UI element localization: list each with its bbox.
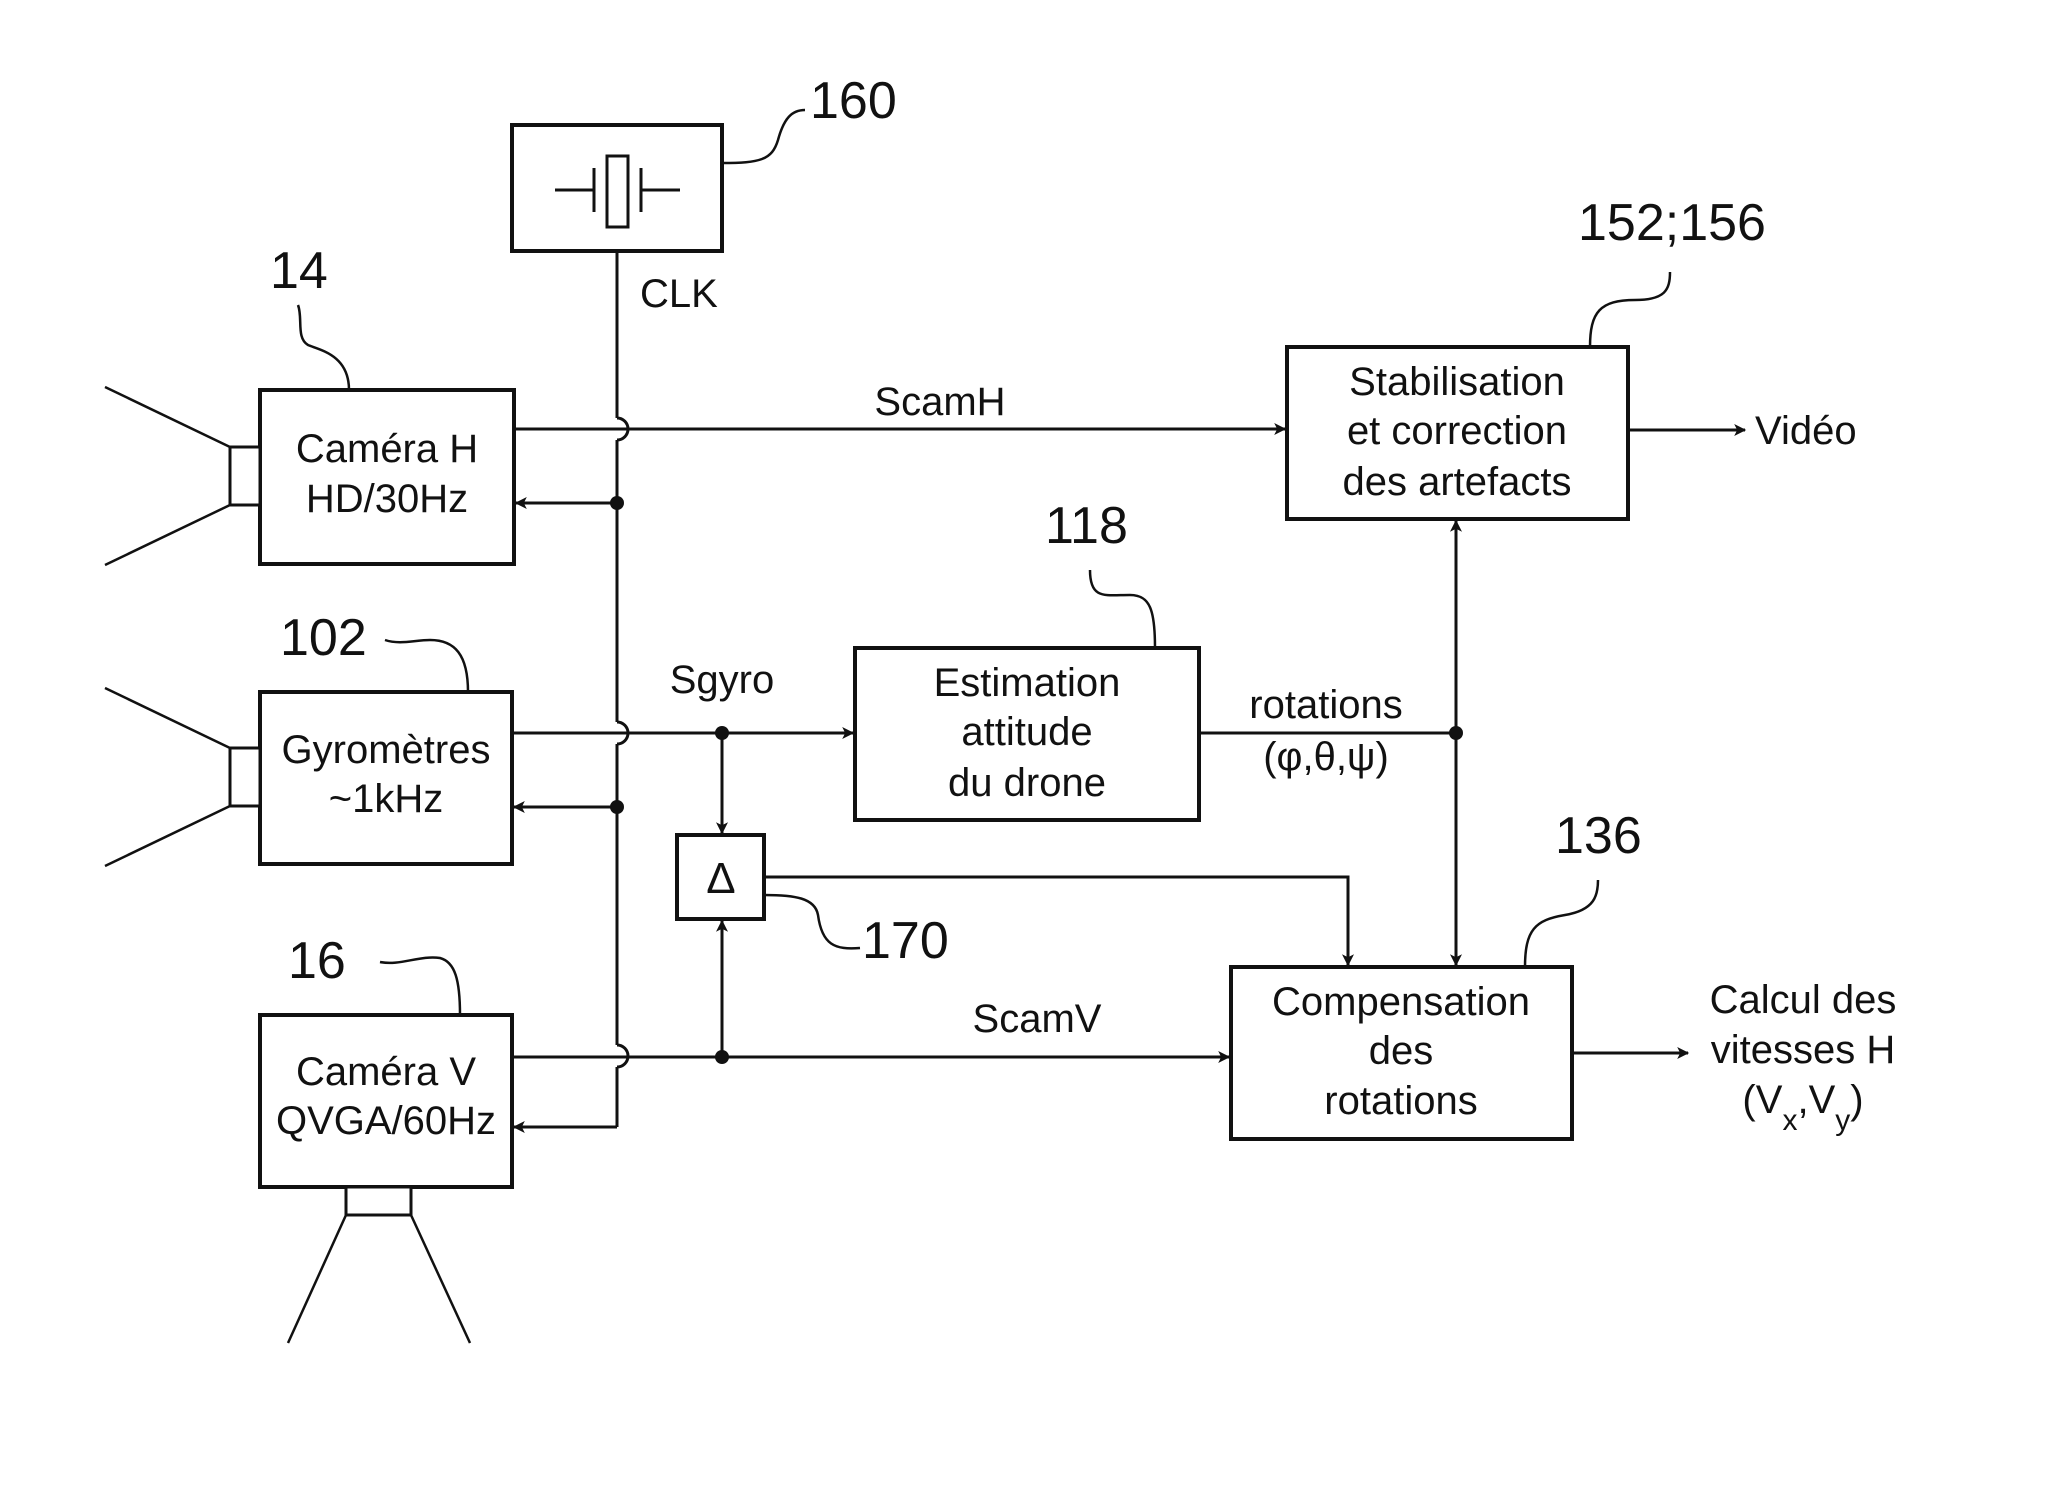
ref-leader-camera-v <box>380 957 460 1015</box>
ref-stabilisation: 152;156 <box>1578 194 1766 252</box>
estimation-block: Estimation attitude du drone <box>855 648 1199 820</box>
compensation-line-2: des <box>1369 1029 1434 1073</box>
stabilisation-line-3: des artefacts <box>1342 460 1571 504</box>
gyro-sensor-icon <box>105 688 260 866</box>
stabilisation-block: Stabilisation et correction des artefact… <box>1287 347 1628 519</box>
ref-leader-clock <box>722 110 805 163</box>
ref-estimation: 118 <box>1045 497 1128 555</box>
ref-compensation: 136 <box>1555 807 1642 865</box>
camera-h-line-2: HD/30Hz <box>306 477 468 521</box>
ref-leader-estimation <box>1090 570 1155 648</box>
signal-rotations-vars: (φ,θ,ψ) <box>1263 735 1389 779</box>
signal-sgyro-label: Sgyro <box>670 658 775 702</box>
estimation-line-3: du drone <box>948 761 1106 805</box>
signal-video-label: Vidéo <box>1755 409 1857 453</box>
gyro-line-2: ~1kHz <box>329 777 444 821</box>
ref-gyro: 102 <box>280 609 367 667</box>
compensation-line-1: Compensation <box>1272 980 1530 1024</box>
camera-v-lens-icon <box>288 1187 470 1343</box>
stabilisation-line-2: et correction <box>1347 409 1567 453</box>
vy-subscript: y <box>1835 1104 1850 1137</box>
camera-v-line-1: Caméra V <box>296 1050 476 1094</box>
ref-leader-delta <box>764 895 860 948</box>
stabilisation-line-1: Stabilisation <box>1349 360 1565 404</box>
delta-block: Δ <box>677 835 764 919</box>
camera-h-lens-icon <box>105 387 260 565</box>
estimation-line-1: Estimation <box>934 661 1121 705</box>
gyro-block: Gyromètres ~1kHz <box>260 692 512 864</box>
delta-symbol: Δ <box>706 854 735 903</box>
compensation-line-3: rotations <box>1324 1079 1477 1123</box>
vx-subscript: x <box>1782 1104 1797 1137</box>
camera-v-line-2: QVGA/60Hz <box>276 1099 496 1143</box>
ref-leader-camera-h <box>298 305 349 390</box>
ref-clock: 160 <box>810 72 897 130</box>
clock-wire <box>514 251 628 1127</box>
vx-symbol: V <box>1756 1078 1783 1122</box>
delta-to-compensation-wire <box>764 877 1348 965</box>
camera-h-block: Caméra H HD/30Hz <box>260 390 514 564</box>
camera-h-line-1: Caméra H <box>296 427 478 471</box>
camera-v-block: Caméra V QVGA/60Hz <box>260 1015 512 1187</box>
signal-rotations-label: rotations <box>1249 683 1402 727</box>
calcul-line-1: Calcul des <box>1710 978 1897 1022</box>
ref-leader-gyro <box>385 640 468 692</box>
calcul-line-2: vitesses H <box>1711 1028 1896 1072</box>
signal-clk-label: CLK <box>640 272 718 316</box>
signal-scamv-label: ScamV <box>973 997 1102 1041</box>
vy-symbol: V <box>1809 1078 1836 1122</box>
gyro-line-1: Gyromètres <box>282 728 491 772</box>
speed-vector-label: (Vx,Vy) <box>1742 1078 1863 1137</box>
ref-camera-h: 14 <box>270 242 328 300</box>
ref-camera-v: 16 <box>288 932 346 990</box>
compensation-block: Compensation des rotations <box>1231 967 1572 1139</box>
ref-delta: 170 <box>862 912 949 970</box>
estimation-line-2: attitude <box>961 710 1092 754</box>
ref-leader-compensation <box>1525 880 1598 967</box>
signal-scamh-label: ScamH <box>874 380 1005 424</box>
clock-block <box>512 125 722 251</box>
ref-leader-stabilisation <box>1590 272 1670 347</box>
